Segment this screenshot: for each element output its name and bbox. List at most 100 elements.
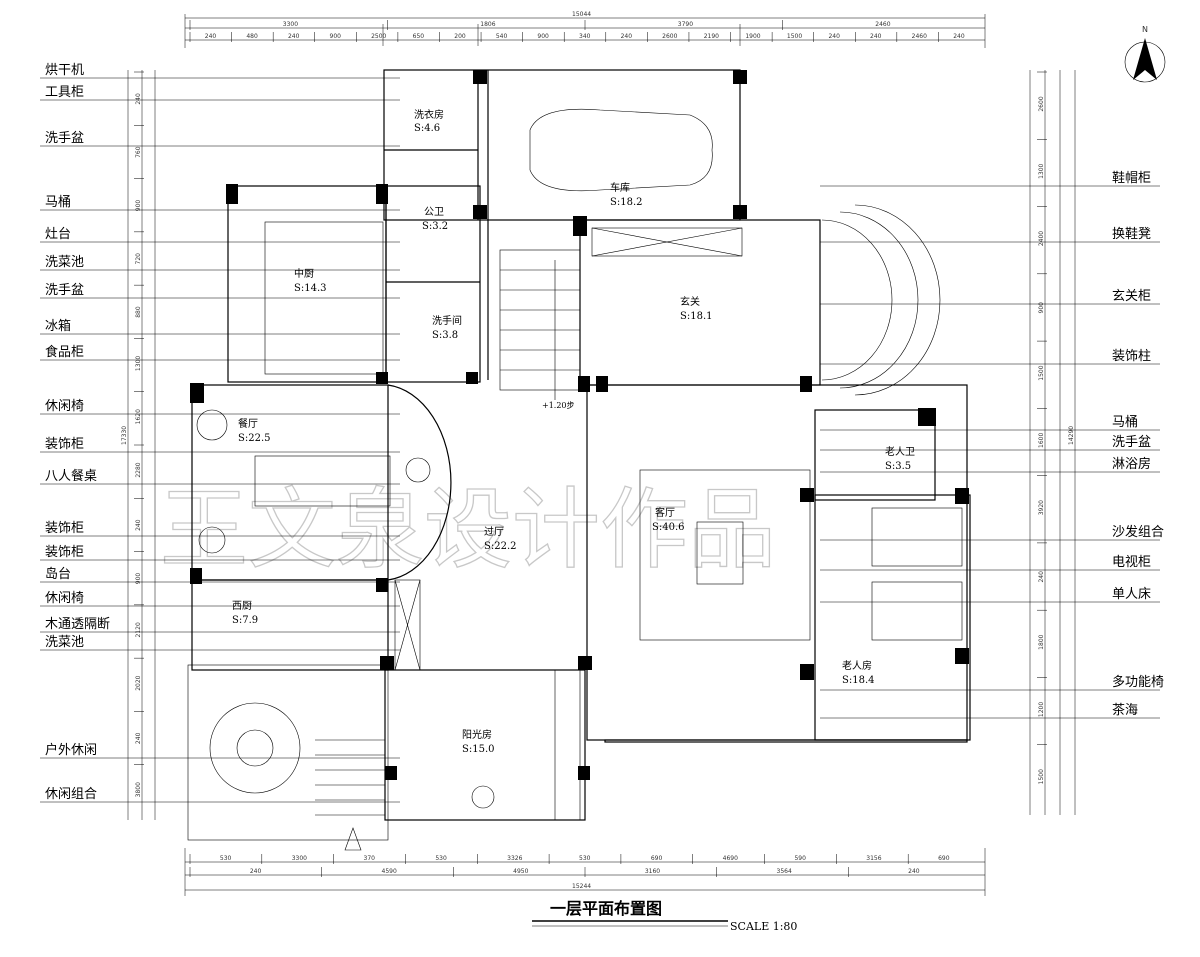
left-callout-label: 户外休闲 [45,742,97,758]
left-dim-value: 240 [135,732,142,744]
left-dim-value: 2020 [135,675,142,690]
room-name-public-bath: 公卫 [424,207,444,218]
top-dim-value: 3790 [678,21,693,28]
left-callout-label: 洗手盆 [45,131,84,146]
right-callout-label: 洗手盆 [1112,435,1151,450]
left-callout-label: 休闲椅 [45,591,84,606]
bottom-dim-value: 690 [938,855,950,862]
bottom-dim-detail: 240 [908,868,920,875]
left-dimension-column: 2407609007208801300162022802409002120202… [134,71,144,797]
top-dim-detail: 1900 [745,33,760,40]
left-dim-value: 1300 [135,356,142,371]
room-name-washroom: 洗手间 [432,314,462,327]
bottom-dim-value: 530 [579,855,591,862]
left-dim-value: 720 [135,253,142,265]
left-callout-label: 灶台 [45,227,71,242]
right-callout-label: 马桶 [1112,415,1138,430]
room-area-chinese-kitchen: S:14.3 [294,283,327,294]
room-name-living: 客厅 [655,506,675,519]
level-mark: +1.20步 [542,401,575,410]
dim-bottom-total: 15244 [572,883,591,890]
right-callout-label: 换鞋凳 [1112,226,1151,242]
top-dim-detail: 480 [246,33,258,40]
right-dim-value: 1500 [1038,365,1045,380]
right-dim-value: 1300 [1038,163,1045,178]
left-callout-label: 休闲组合 [45,787,97,802]
bottom-dim-value: 690 [651,855,663,862]
top-dim-detail: 2190 [704,33,719,40]
right-dim-value: 1800 [1038,634,1045,649]
top-dim-detail: 200 [454,33,466,40]
room-area-garage: S:18.2 [610,197,643,208]
right-dimension-column: 2600130024009001500160039202401800120015… [1037,71,1047,784]
left-callout-label: 装饰柜 [45,545,84,560]
bottom-dim-value: 3300 [292,855,307,862]
left-dim-value: 900 [135,200,142,212]
room-area-sunroom: S:15.0 [462,744,495,755]
drawing-title: 一层平面布置图 [550,899,662,918]
right-callout-label: 鞋帽柜 [1112,170,1151,186]
top-dim-detail: 340 [579,33,591,40]
room-area-public-bath: S:3.2 [422,221,448,232]
right-callout-label: 装饰柱 [1112,349,1151,364]
title-block: 一层平面布置图 SCALE 1:80 [532,899,797,933]
left-callout-label: 烘干机 [45,63,84,78]
left-callout-label: 工具柜 [45,85,84,100]
left-callout-label: 岛台 [45,566,71,582]
left-dim-value: 2280 [135,462,142,477]
left-callout-label: 洗菜池 [45,255,84,270]
bottom-dim-detail: 3160 [645,868,660,875]
right-dim-value: 900 [1038,302,1045,314]
bottom-dim-detail: 4950 [513,868,528,875]
room-name-elder-bath: 老人卫 [885,445,915,458]
left-dim-value: 2120 [135,622,142,637]
left-dim-value: 760 [135,146,142,158]
room-name-sunroom: 阳光房 [462,728,492,741]
top-dim-detail: 2600 [662,33,677,40]
room-name-chinese-kitchen: 中厨 [294,267,314,280]
bottom-dim-value: 370 [364,855,376,862]
top-dim-value: 3300 [283,21,298,28]
left-callout-label: 休闲椅 [45,399,84,414]
left-dim-value: 240 [135,93,142,105]
room-area-dining: S:22.5 [238,433,271,444]
room-area-living: S:40.6 [652,522,685,533]
top-dim-detail: 240 [870,33,882,40]
room-name-elder-room: 老人房 [842,659,872,672]
top-dim-detail: 240 [621,33,633,40]
right-dim-value: 1200 [1038,702,1045,717]
top-dim-detail: 900 [330,33,342,40]
room-area-washroom: S:3.8 [432,330,458,341]
top-dim-detail: 650 [413,33,425,40]
room-area-elder-bath: S:3.5 [885,461,911,472]
top-dim-detail: 240 [288,33,300,40]
left-callout-label: 食品柜 [45,344,84,360]
room-name-hall: 过厅 [484,525,504,538]
right-callout-label: 单人床 [1112,587,1151,602]
left-dim-value: 1620 [135,409,142,424]
top-dim-value: 1806 [480,21,495,28]
top-dim-detail: 900 [537,33,549,40]
top-dim-detail: 540 [496,33,508,40]
room-area-laundry: S:4.6 [414,123,440,134]
watermark-text: 王文泉设计作品 [160,478,776,581]
left-dim-value: 3800 [135,782,142,797]
top-dim-detail: 240 [205,33,217,40]
top-dim-detail: 240 [828,33,840,40]
bottom-dim-detail: 4590 [382,868,397,875]
left-callout-label: 洗手盆 [45,283,84,298]
right-dim-value: 1500 [1038,769,1045,784]
room-area-elder-room: S:18.4 [842,675,875,686]
right-dim-value: 1600 [1038,433,1045,448]
top-dim-detail: 2460 [912,33,927,40]
north-label: N [1142,25,1148,34]
room-area-western-kitchen: S:7.9 [232,615,258,626]
left-callout-label: 装饰柜 [45,521,84,536]
right-dim-value: 2400 [1038,231,1045,246]
north-arrow-icon: N [1124,25,1166,83]
